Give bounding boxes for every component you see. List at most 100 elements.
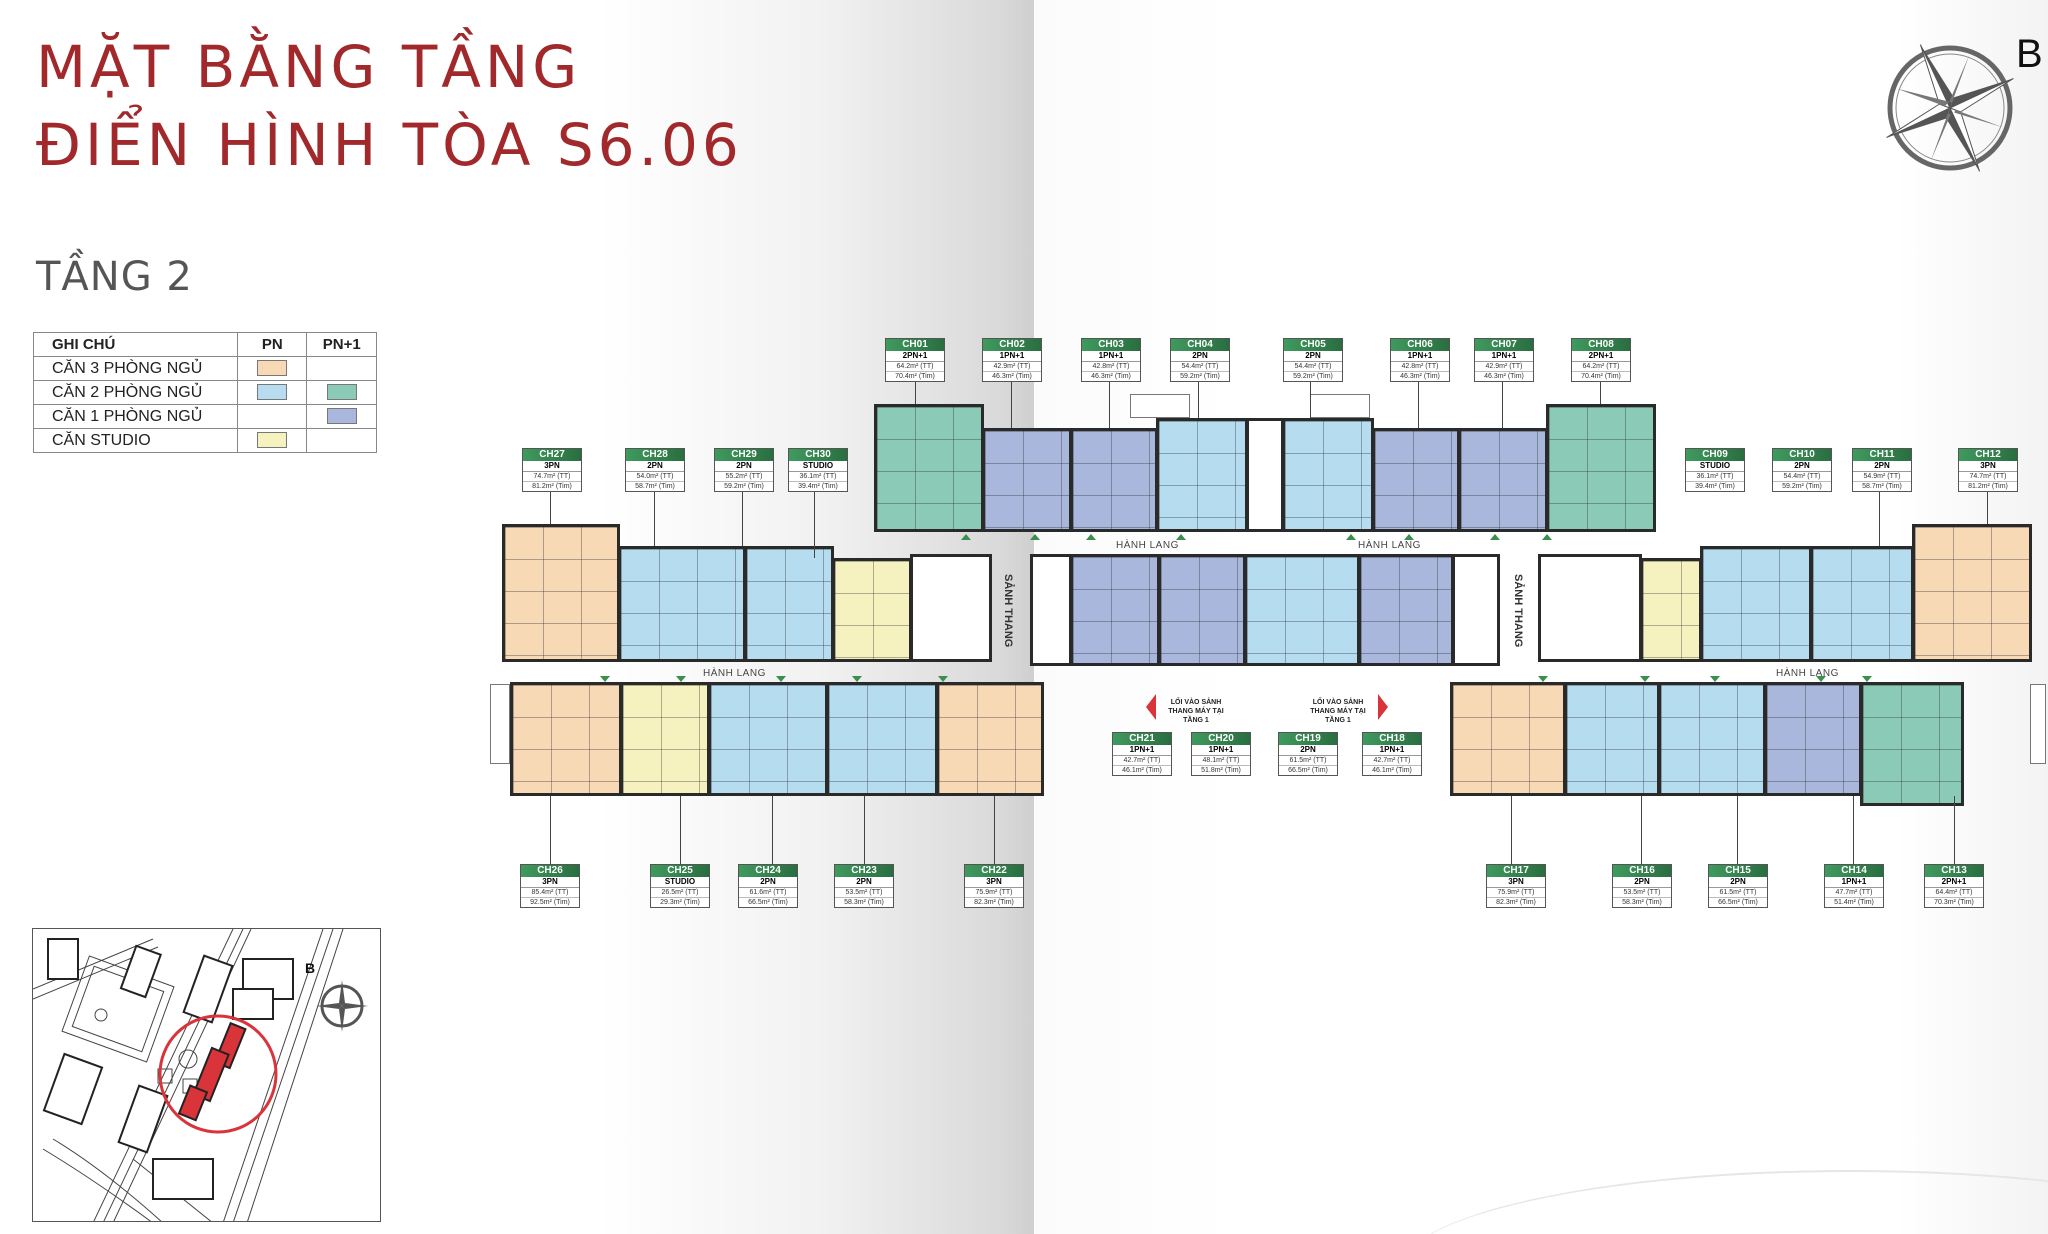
balcony <box>1130 394 1190 418</box>
unit-tag-ch17[interactable]: CH17 3PN 75.9m² (TT) 82.3m² (Tim) <box>1486 864 1546 908</box>
legend-header-pn: PN <box>237 332 308 357</box>
unit-ch06[interactable] <box>1372 428 1460 532</box>
entrance-marker-icon <box>1346 534 1356 540</box>
unit-ch03[interactable] <box>1070 428 1158 532</box>
unit-tag-ch08[interactable]: CH08 2PN+1 64.2m² (TT) 70.4m² (Tim) <box>1571 338 1631 382</box>
balcony <box>490 684 510 764</box>
unit-tag-ch19[interactable]: CH19 2PN 61.5m² (TT) 66.5m² (Tim) <box>1278 732 1338 776</box>
unit-tag-ch15[interactable]: CH15 2PN 61.5m² (TT) 66.5m² (Tim) <box>1708 864 1768 908</box>
unit-tag-ch10[interactable]: CH10 2PN 54.4m² (TT) 59.2m² (Tim) <box>1772 448 1832 492</box>
unit-tag-ch27[interactable]: CH27 3PN 74.7m² (TT) 81.2m² (Tim) <box>522 448 582 492</box>
unit-tag-ch14[interactable]: CH14 1PN+1 47.7m² (TT) 51.4m² (Tim) <box>1824 864 1884 908</box>
legend-row-2bed: CĂN 2 PHÒNG NGỦ <box>32 380 377 405</box>
elevator-lobby-label: SẢNH THANG <box>1512 574 1524 648</box>
entrance-marker-icon <box>852 676 862 682</box>
north-label: B <box>2016 32 2043 76</box>
unit-ch14[interactable] <box>1764 682 1862 796</box>
unit-tag-ch30[interactable]: CH30 STUDIO 36.1m² (TT) 39.4m² (Tim) <box>788 448 848 492</box>
compass-rose-icon <box>1886 44 2014 172</box>
unit-tag-ch13[interactable]: CH13 2PN+1 64.4m² (TT) 70.3m² (Tim) <box>1924 864 1984 908</box>
entrance-marker-icon <box>1404 534 1414 540</box>
unit-ch29[interactable] <box>744 546 834 662</box>
unit-ch16[interactable] <box>1564 682 1660 796</box>
unit-ch09[interactable] <box>1640 558 1702 662</box>
entrance-marker-icon <box>1490 534 1500 540</box>
unit-ch13[interactable] <box>1860 682 1964 806</box>
entrance-marker-icon <box>1086 534 1096 540</box>
unit-ch30[interactable] <box>832 558 912 662</box>
unit-tag-ch23[interactable]: CH23 2PN 53.5m² (TT) 58.3m² (Tim) <box>834 864 894 908</box>
unit-tag-ch21[interactable]: CH21 1PN+1 42.7m² (TT) 46.1m² (Tim) <box>1112 732 1172 776</box>
unit-tag-ch02[interactable]: CH02 1PN+1 42.9m² (TT) 46.3m² (Tim) <box>982 338 1042 382</box>
unit-ch22[interactable] <box>936 682 1044 796</box>
elevator-lobby-label: SẢNH THANG <box>1002 574 1014 648</box>
stair-core-right <box>1538 554 1642 662</box>
unit-tag-ch26[interactable]: CH26 3PN 85.4m² (TT) 92.5m² (Tim) <box>520 864 580 908</box>
unit-tag-ch24[interactable]: CH24 2PN 61.6m² (TT) 66.5m² (Tim) <box>738 864 798 908</box>
unit-tag-ch28[interactable]: CH28 2PN 54.0m² (TT) 58.7m² (Tim) <box>625 448 685 492</box>
entrance-marker-icon <box>1542 534 1552 540</box>
entrance-arrow-left-icon <box>1146 694 1156 720</box>
unit-tag-ch25[interactable]: CH25 STUDIO 26.5m² (TT) 29.3m² (Tim) <box>650 864 710 908</box>
unit-ch20[interactable] <box>1158 554 1246 666</box>
unit-tag-ch20[interactable]: CH20 1PN+1 48.1m² (TT) 51.8m² (Tim) <box>1191 732 1251 776</box>
swatch-studio <box>257 432 288 449</box>
unit-ch26[interactable] <box>510 682 622 796</box>
unit-tag-ch12[interactable]: CH12 3PN 74.7m² (TT) 81.2m² (Tim) <box>1958 448 2018 492</box>
legend-label: CĂN 2 PHÒNG NGỦ <box>32 380 239 405</box>
unit-ch21[interactable] <box>1070 554 1160 666</box>
central-stair-core <box>1246 418 1284 532</box>
corridor-label: HÀNH LANG <box>703 668 766 679</box>
legend-row-3bed: CĂN 3 PHÒNG NGỦ <box>32 356 377 381</box>
corridor-label: HÀNH LANG <box>1358 540 1421 551</box>
unit-ch02[interactable] <box>982 428 1072 532</box>
unit-tag-ch05[interactable]: CH05 2PN 54.4m² (TT) 59.2m² (Tim) <box>1283 338 1343 382</box>
unit-tag-ch22[interactable]: CH22 3PN 75.9m² (TT) 82.3m² (Tim) <box>964 864 1024 908</box>
unit-ch17[interactable] <box>1450 682 1566 796</box>
unit-ch10[interactable] <box>1700 546 1812 662</box>
unit-ch23[interactable] <box>826 682 938 796</box>
balcony <box>2030 684 2046 764</box>
corridor-label: HÀNH LANG <box>1116 540 1179 551</box>
unit-ch05[interactable] <box>1282 418 1374 532</box>
unit-ch08[interactable] <box>1546 404 1656 532</box>
swatch-3bed <box>257 360 288 377</box>
unit-ch24[interactable] <box>708 682 828 796</box>
site-map-compass-icon <box>316 980 368 1032</box>
unit-ch18[interactable] <box>1358 554 1454 666</box>
unit-ch28[interactable] <box>618 546 746 662</box>
unit-tag-ch11[interactable]: CH11 2PN 54.9m² (TT) 58.7m² (Tim) <box>1852 448 1912 492</box>
elevator-core-left <box>1030 554 1072 666</box>
unit-tag-ch18[interactable]: CH18 1PN+1 42.7m² (TT) 46.1m² (Tim) <box>1362 732 1422 776</box>
balcony <box>1310 394 1370 418</box>
unit-ch11[interactable] <box>1810 546 1914 662</box>
unit-tag-ch03[interactable]: CH03 1PN+1 42.8m² (TT) 46.3m² (Tim) <box>1081 338 1141 382</box>
unit-ch15[interactable] <box>1658 682 1766 796</box>
legend-table: GHI CHÚ PN PN+1 CĂN 3 PHÒNG NGỦ CĂN 2 PH… <box>32 332 377 453</box>
stair-core-left <box>910 554 992 662</box>
unit-ch12[interactable] <box>1912 524 2032 662</box>
entrance-note-left: LỐI VÀO SẢNH THANG MÁY TẠI TẦNG 1 <box>1168 699 1224 724</box>
unit-ch04[interactable] <box>1156 418 1248 532</box>
site-highlight-circle <box>158 1014 278 1134</box>
unit-tag-ch16[interactable]: CH16 2PN 53.5m² (TT) 58.3m² (Tim) <box>1612 864 1672 908</box>
unit-ch25[interactable] <box>620 682 710 796</box>
legend-row-studio: CĂN STUDIO <box>32 428 377 453</box>
unit-ch19[interactable] <box>1244 554 1360 666</box>
unit-ch27[interactable] <box>502 524 620 662</box>
unit-tag-ch29[interactable]: CH29 2PN 55.2m² (TT) 59.2m² (Tim) <box>714 448 774 492</box>
unit-ch07[interactable] <box>1458 428 1548 532</box>
legend-header-pn-plus: PN+1 <box>306 332 377 357</box>
unit-tag-ch01[interactable]: CH01 2PN+1 64.2m² (TT) 70.4m² (Tim) <box>885 338 945 382</box>
unit-tag-ch07[interactable]: CH07 1PN+1 42.9m² (TT) 46.3m² (Tim) <box>1474 338 1534 382</box>
legend-header: GHI CHÚ PN PN+1 <box>32 332 377 357</box>
site-location-map <box>32 928 381 1222</box>
unit-ch01[interactable] <box>874 404 984 532</box>
entrance-marker-icon <box>600 676 610 682</box>
unit-tag-ch06[interactable]: CH06 1PN+1 42.8m² (TT) 46.3m² (Tim) <box>1390 338 1450 382</box>
entrance-marker-icon <box>961 534 971 540</box>
unit-tag-ch09[interactable]: CH09 STUDIO 36.1m² (TT) 39.4m² (Tim) <box>1685 448 1745 492</box>
title-line-2: ĐIỂN HÌNH TÒA S6.06 <box>36 111 743 179</box>
unit-tag-ch04[interactable]: CH04 2PN 54.4m² (TT) 59.2m² (Tim) <box>1170 338 1230 382</box>
